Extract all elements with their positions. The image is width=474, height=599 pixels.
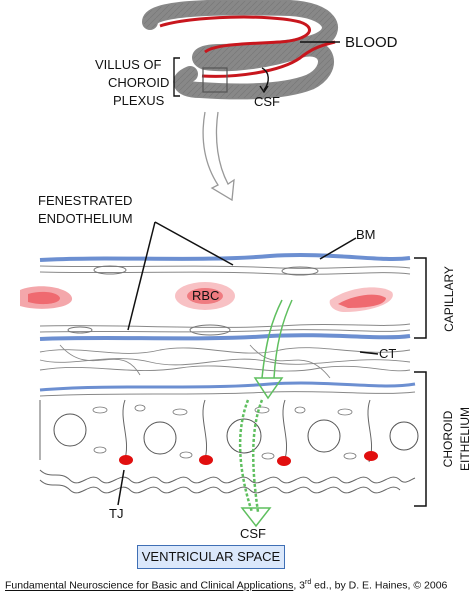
rbc-label: RBC	[192, 288, 220, 303]
tj-label: TJ	[109, 506, 124, 521]
top-csf-label: CSF	[254, 94, 280, 109]
tight-junction	[119, 455, 133, 465]
csf-arrow	[261, 67, 269, 91]
basement-membrane-top	[39, 253, 411, 262]
epithelium-label: EITHELIUM	[458, 407, 472, 472]
nucleus	[53, 413, 87, 447]
magnified-region-box	[202, 67, 228, 93]
capillary-layer	[20, 253, 411, 341]
bottom-csf-label: CSF	[240, 526, 266, 541]
citation: Fundamental Neuroscience for Basic and C…	[5, 576, 473, 593]
fenestrated-label-line-1: FENESTRATED	[38, 193, 133, 208]
villus-bracket	[173, 57, 180, 97]
fenestrated-label-line-2: ENDOTHELIUM	[38, 211, 133, 226]
nucleus	[307, 419, 341, 453]
villus-illustration	[142, 0, 340, 100]
basement-membrane-bottom	[39, 333, 411, 341]
choroid-epithelium	[39, 381, 419, 494]
nucleus	[226, 418, 262, 454]
choroid-label: CHOROID	[441, 410, 455, 468]
citation-rest: ed., by D. E. Haines, © 2006	[311, 579, 448, 592]
citation-edition-suffix: rd	[305, 579, 312, 586]
csf-pathway	[238, 299, 293, 528]
tight-junction	[277, 456, 291, 466]
citation-edition: , 3	[293, 579, 306, 592]
villus-label-line-2: CHOROID	[108, 75, 170, 90]
citation-title: Fundamental Neuroscience for Basic and C…	[5, 579, 294, 592]
nucleus	[389, 421, 419, 451]
tight-junction	[364, 451, 378, 461]
magnify-arrow	[202, 111, 235, 202]
villus-label-line-1: VILLUS OF	[95, 57, 162, 72]
ct-label: CT	[379, 346, 397, 361]
tight-junction	[199, 455, 213, 465]
capillary-label: CAPILLARY	[442, 266, 456, 332]
connective-tissue	[39, 344, 411, 379]
pointer-lines	[117, 221, 427, 507]
villus-label-line-3: PLEXUS	[113, 93, 165, 108]
blood-vessel	[159, 15, 336, 78]
bm-label: BM	[356, 227, 376, 242]
ventricular-space-box: VENTRICULAR SPACE	[137, 545, 285, 569]
blood-label: BLOOD	[345, 34, 398, 51]
nucleus	[143, 421, 177, 455]
